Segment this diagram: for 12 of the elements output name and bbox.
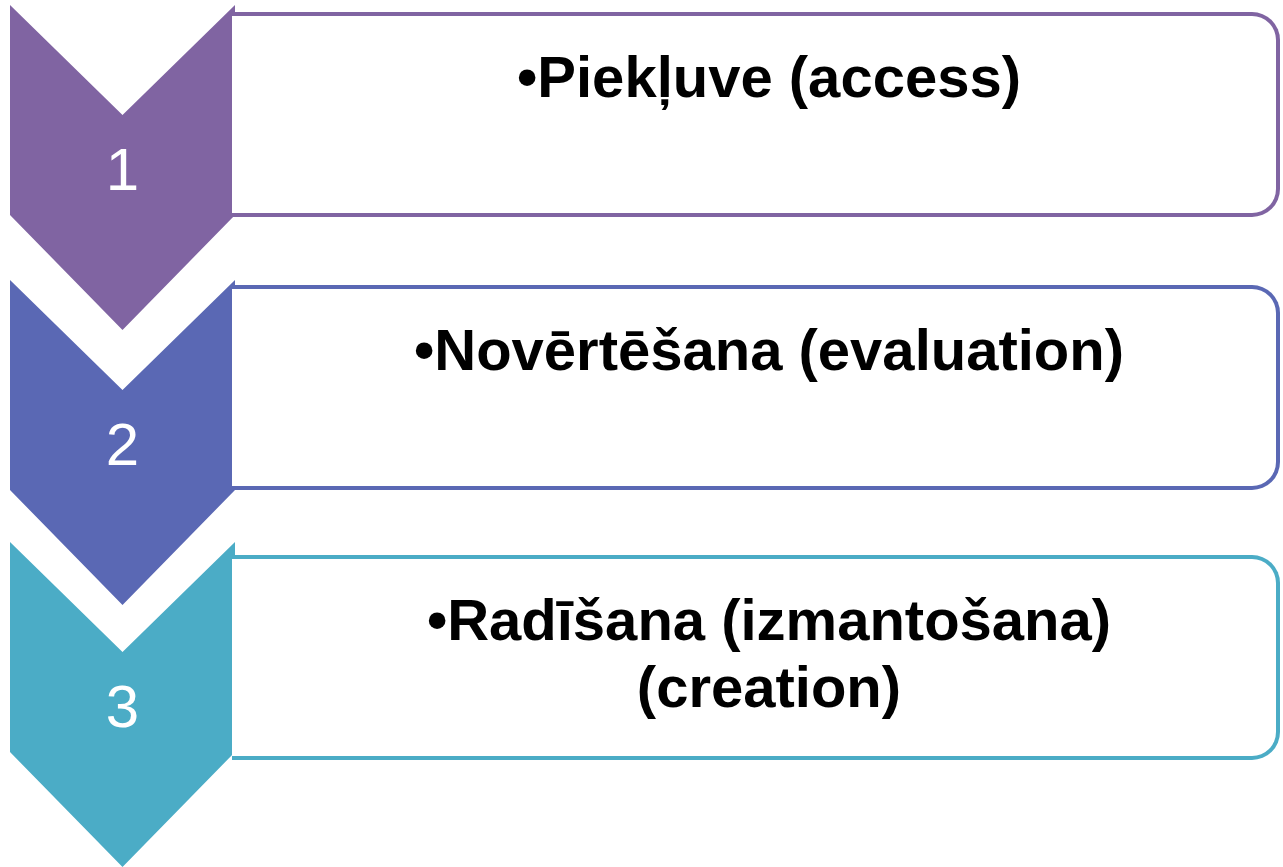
chevron-shape: [10, 542, 235, 867]
step-number: 3: [104, 677, 141, 737]
chevron-shape: [10, 5, 235, 330]
step-label: •Novērtēšana (evaluation): [413, 317, 1125, 384]
step-box: [232, 285, 1280, 490]
step-box: [232, 555, 1280, 760]
step-label: •Piekļuve (access): [517, 44, 1021, 112]
step-number: 1: [104, 140, 141, 200]
chevron-shape: [10, 280, 235, 605]
step-number: 2: [104, 415, 141, 475]
step-label: •Radīšana (izmantošana) (creation): [425, 587, 1113, 721]
step-box: [232, 12, 1280, 217]
